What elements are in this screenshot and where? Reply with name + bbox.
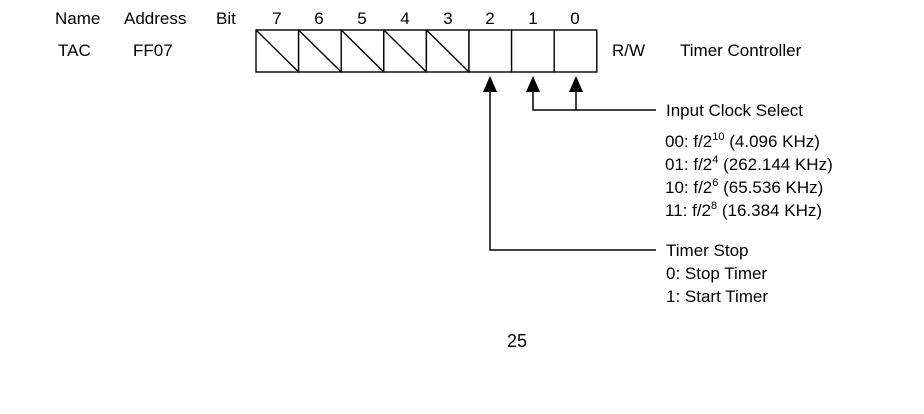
bit-number-5: 5 <box>357 9 366 28</box>
timer-stop-option-1: 1: Start Timer <box>666 287 768 306</box>
input-clock-select-title: Input Clock Select <box>666 101 803 120</box>
page-number: 25 <box>507 331 527 351</box>
timer-stop-option-0: 0: Stop Timer <box>666 264 767 283</box>
bit-number-4: 4 <box>400 9 409 28</box>
bit-cell-0 <box>553 29 598 73</box>
bit-number-2: 2 <box>485 9 494 28</box>
bit-number-3: 3 <box>443 9 452 28</box>
bit-2-arrowhead <box>483 76 497 92</box>
bit-number-7: 7 <box>272 9 281 28</box>
input-clock-select-connector <box>526 76 656 111</box>
bit-cell-5-unused-mark <box>340 29 385 73</box>
clock-option-00: 00: f/210 (4.096 KHz) <box>665 131 820 151</box>
name-column-header: Name <box>55 9 100 28</box>
bit-cell-4-unused-mark <box>383 29 427 73</box>
bit-number-1: 1 <box>528 9 537 28</box>
timer-stop-connector <box>483 76 656 251</box>
timer-stop-title: Timer Stop <box>666 241 749 260</box>
clock-option-11: 11: f/28 (16.384 KHz) <box>665 200 822 220</box>
bit-cell-2 <box>468 29 513 73</box>
register-name: TAC <box>58 41 91 60</box>
register-description: Timer Controller <box>680 41 802 60</box>
bit-1-leader-line <box>532 92 656 111</box>
bit-cell-1 <box>510 29 555 73</box>
bit-cell-7-unused-mark <box>255 29 300 73</box>
register-access: R/W <box>612 41 645 60</box>
bit-number-0: 0 <box>570 9 579 28</box>
register-address: FF07 <box>133 41 173 60</box>
bit-2-leader-line <box>489 92 656 251</box>
bit-number-6: 6 <box>314 9 323 28</box>
bit-0-arrowhead <box>569 76 583 92</box>
clock-option-10: 10: f/26 (65.536 KHz) <box>665 177 823 197</box>
bit-1-arrowhead <box>526 76 540 92</box>
bit-cell-3-unused-mark <box>425 29 470 73</box>
address-column-header: Address <box>124 9 186 28</box>
clock-option-01: 01: f/24 (262.144 KHz) <box>665 154 833 174</box>
bit-cell-6-unused-mark <box>298 29 342 73</box>
bit-column-header: Bit <box>216 9 236 28</box>
bit-cells <box>255 29 598 73</box>
